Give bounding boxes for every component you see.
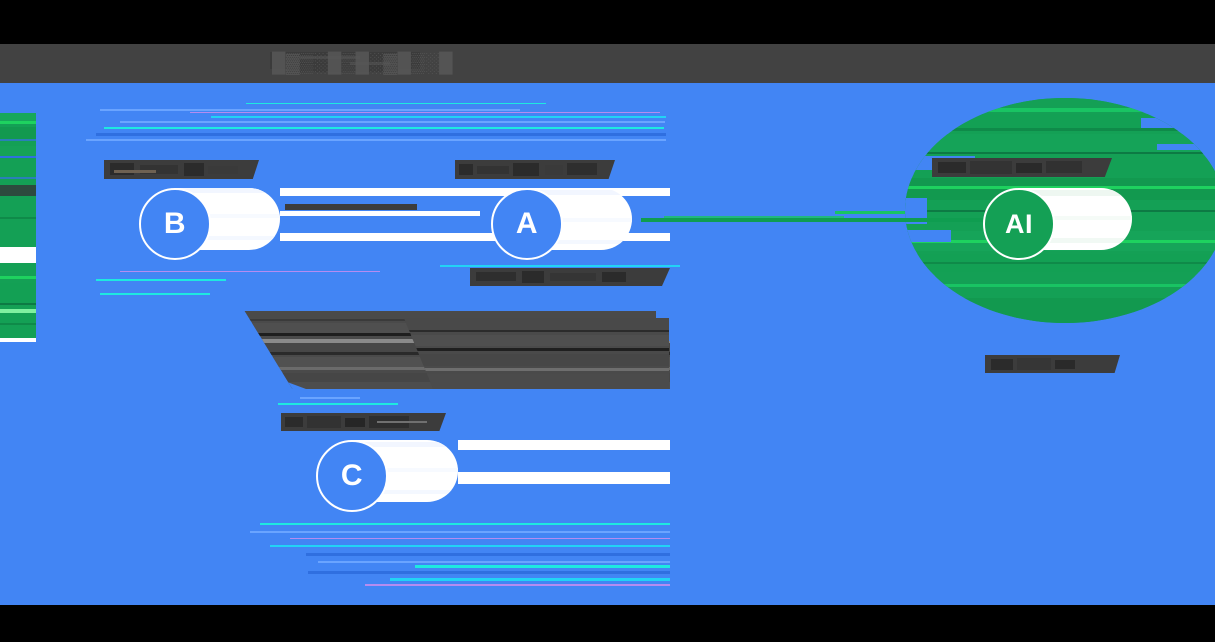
glitch-scanline [120,121,665,123]
node-a-label-redacted [455,160,615,179]
node-a-sublabel-redacted [470,268,670,286]
glitch-scanline [211,116,666,118]
glitch-scanline [308,571,670,574]
glitch-scanline [86,139,666,141]
glitch-scanline [246,103,546,104]
glitch-band [458,440,670,450]
glitch-scanline [96,133,666,136]
node-ai-label-redacted [932,158,1112,177]
center-redacted-paragraph-right [404,318,669,389]
node-ai-sublabel-redacted [985,355,1120,373]
glitch-scanline [250,531,670,533]
node-c[interactable]: C [316,440,388,512]
glitch-band [280,211,480,216]
edge-a-to-ai [641,218,991,222]
window-title: █▓▒░█▒█░▓█▒░█ [272,53,453,74]
glitch-scanline [100,109,520,111]
left-green-panel [0,113,36,340]
node-b[interactable]: B [139,188,211,260]
glitch-band [458,472,670,484]
glitch-scanline [190,112,660,113]
glitch-scanline [415,565,670,568]
node-b-line-redacted [285,204,417,210]
glitch-scanline [104,127,664,129]
glitch-scanline [100,293,210,295]
glitch-scanline [318,561,670,563]
glitch-scanline [278,403,398,405]
node-a[interactable]: A [491,188,563,260]
node-ai[interactable]: AI [983,188,1055,260]
node-b-label-redacted [104,160,259,179]
glitch-scanline [260,523,670,525]
glitch-scanline [290,538,670,539]
glitch-scanline [306,553,670,556]
node-c-label-redacted [281,413,446,431]
glitch-scanline [96,279,226,281]
glitch-scanline [300,397,360,399]
glitch-scanline [440,265,680,267]
diagram-canvas: █▓▒░█▒░█▓█ B █▒░▓█▒█░▓▒█ [0,83,1215,605]
glitch-scanline [835,211,905,214]
glitch-scanline [120,271,380,272]
glitch-scanline [390,578,670,581]
edge-a-to-ai-ghost [664,216,844,218]
window-title-bar: █▓▒░█▒█░▓█▒░█ [0,44,1215,83]
glitch-scanline [270,545,670,547]
letterbox-bottom [0,605,1215,642]
letterbox-top [0,0,1215,44]
glitch-scanline [365,584,670,586]
